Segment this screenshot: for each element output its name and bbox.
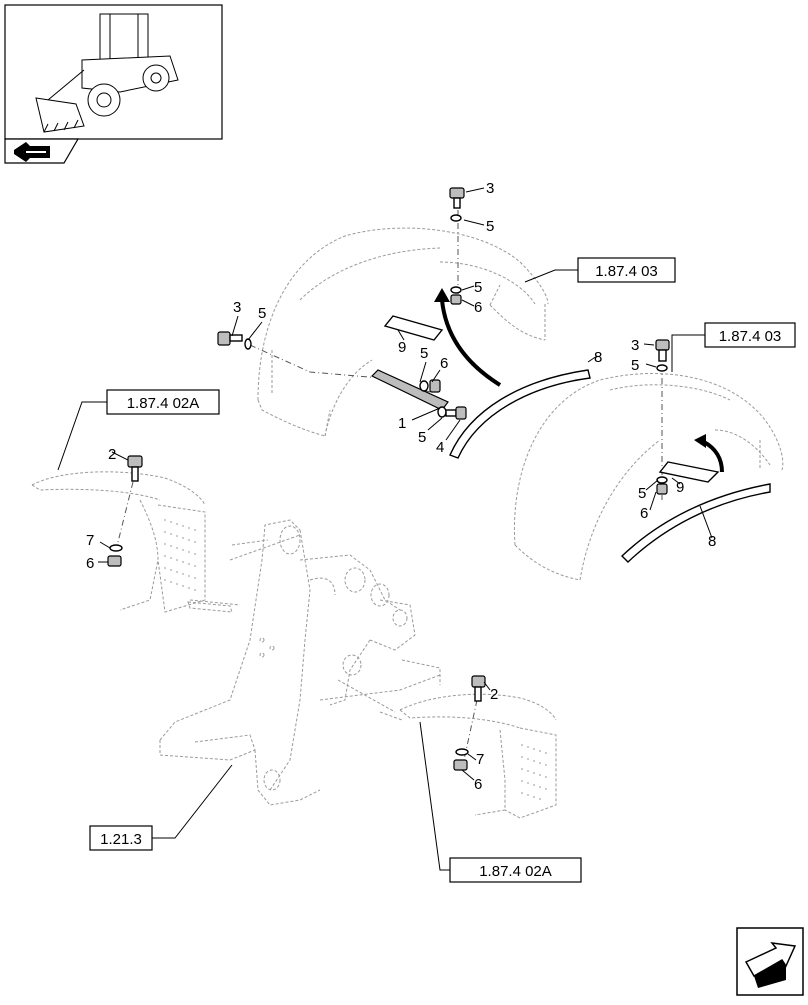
callout-5: 5 xyxy=(420,345,428,362)
front-frame xyxy=(159,519,441,806)
install-arrow-right xyxy=(694,434,724,473)
washer-left[interactable] xyxy=(244,338,252,350)
washer-right[interactable] xyxy=(656,364,668,372)
svg-text:1.87.4 03: 1.87.4 03 xyxy=(719,328,782,345)
callout-6: 6 xyxy=(86,555,94,572)
svg-text:1.87.4 02A: 1.87.4 02A xyxy=(479,863,552,880)
nut-upper[interactable] xyxy=(450,286,462,305)
parts-nav-icon[interactable] xyxy=(4,138,80,164)
washer-fender-lower[interactable] xyxy=(455,748,469,756)
callout-leaders xyxy=(98,187,713,781)
decal-right[interactable] xyxy=(658,461,720,483)
callout-8: 8 xyxy=(594,349,602,366)
decal-upper[interactable] xyxy=(383,315,444,341)
callout-7: 7 xyxy=(86,532,94,549)
washer-upper[interactable] xyxy=(450,214,462,222)
callout-numbers: 3 5 5 6 3 5 9 5 6 1 5 4 8 3 5 5 9 6 8 2 … xyxy=(86,180,716,793)
svg-text:1.87.4 03: 1.87.4 03 xyxy=(595,263,658,280)
nut-fender-left[interactable] xyxy=(107,555,122,567)
callout-1: 1 xyxy=(398,415,406,432)
bolt-fender-lower[interactable] xyxy=(471,675,486,702)
front-fender-right xyxy=(399,693,557,819)
callout-3: 3 xyxy=(233,299,241,316)
callout-6: 6 xyxy=(640,505,648,522)
support-strut[interactable] xyxy=(370,369,449,411)
nut-right[interactable] xyxy=(656,476,668,495)
callout-5: 5 xyxy=(638,485,646,502)
bolt-right[interactable] xyxy=(655,339,670,362)
callout-4: 4 xyxy=(436,439,444,456)
ref-box-bottom-left[interactable]: 1.21.3 xyxy=(89,825,153,851)
callout-5: 5 xyxy=(258,305,266,322)
callout-5: 5 xyxy=(631,357,639,374)
callout-6: 6 xyxy=(474,776,482,793)
ref-box-left[interactable]: 1.87.4 02A xyxy=(106,389,220,415)
callout-9: 9 xyxy=(398,339,406,356)
callout-6: 6 xyxy=(440,355,448,372)
callout-3: 3 xyxy=(631,337,639,354)
callout-5: 5 xyxy=(418,429,426,446)
rear-fender-right xyxy=(513,372,784,581)
strut-washer-nut[interactable] xyxy=(419,379,441,393)
next-page-arrow-icon[interactable] xyxy=(736,927,804,996)
assembly-chain-lines xyxy=(115,210,663,761)
bolt-fender-left[interactable] xyxy=(127,455,143,482)
ref-box-top-right[interactable]: 1.87.4 03 xyxy=(577,257,676,283)
callout-3: 3 xyxy=(486,180,494,197)
trim-strip-upper[interactable] xyxy=(449,369,591,459)
reference-leaders xyxy=(57,269,705,871)
callout-2: 2 xyxy=(108,446,116,463)
nut-fender-lower[interactable] xyxy=(453,759,468,771)
ref-box-right[interactable]: 1.87.4 03 xyxy=(704,322,796,348)
callout-5: 5 xyxy=(474,279,482,296)
callout-2: 2 xyxy=(490,686,498,703)
rear-fender-upper xyxy=(257,227,549,437)
callout-9: 9 xyxy=(676,479,684,496)
washer-fender-left[interactable] xyxy=(109,544,123,552)
install-arrow-upper xyxy=(434,288,502,387)
ref-box-bottom-mid[interactable]: 1.87.4 02A xyxy=(449,857,582,883)
strut-bolt[interactable] xyxy=(437,406,467,420)
wheel-loader-thumbnail-icon xyxy=(4,4,223,140)
bolt-left[interactable] xyxy=(217,331,243,346)
trim-strip-right[interactable] xyxy=(620,483,771,563)
callout-5: 5 xyxy=(486,218,494,235)
callout-6: 6 xyxy=(474,299,482,316)
svg-text:1.87.4 02A: 1.87.4 02A xyxy=(127,395,200,412)
callout-7: 7 xyxy=(476,751,484,768)
bolt-upper[interactable] xyxy=(449,187,465,209)
callout-8: 8 xyxy=(708,533,716,550)
svg-text:1.21.3: 1.21.3 xyxy=(100,831,142,848)
front-fender-left xyxy=(31,471,206,613)
